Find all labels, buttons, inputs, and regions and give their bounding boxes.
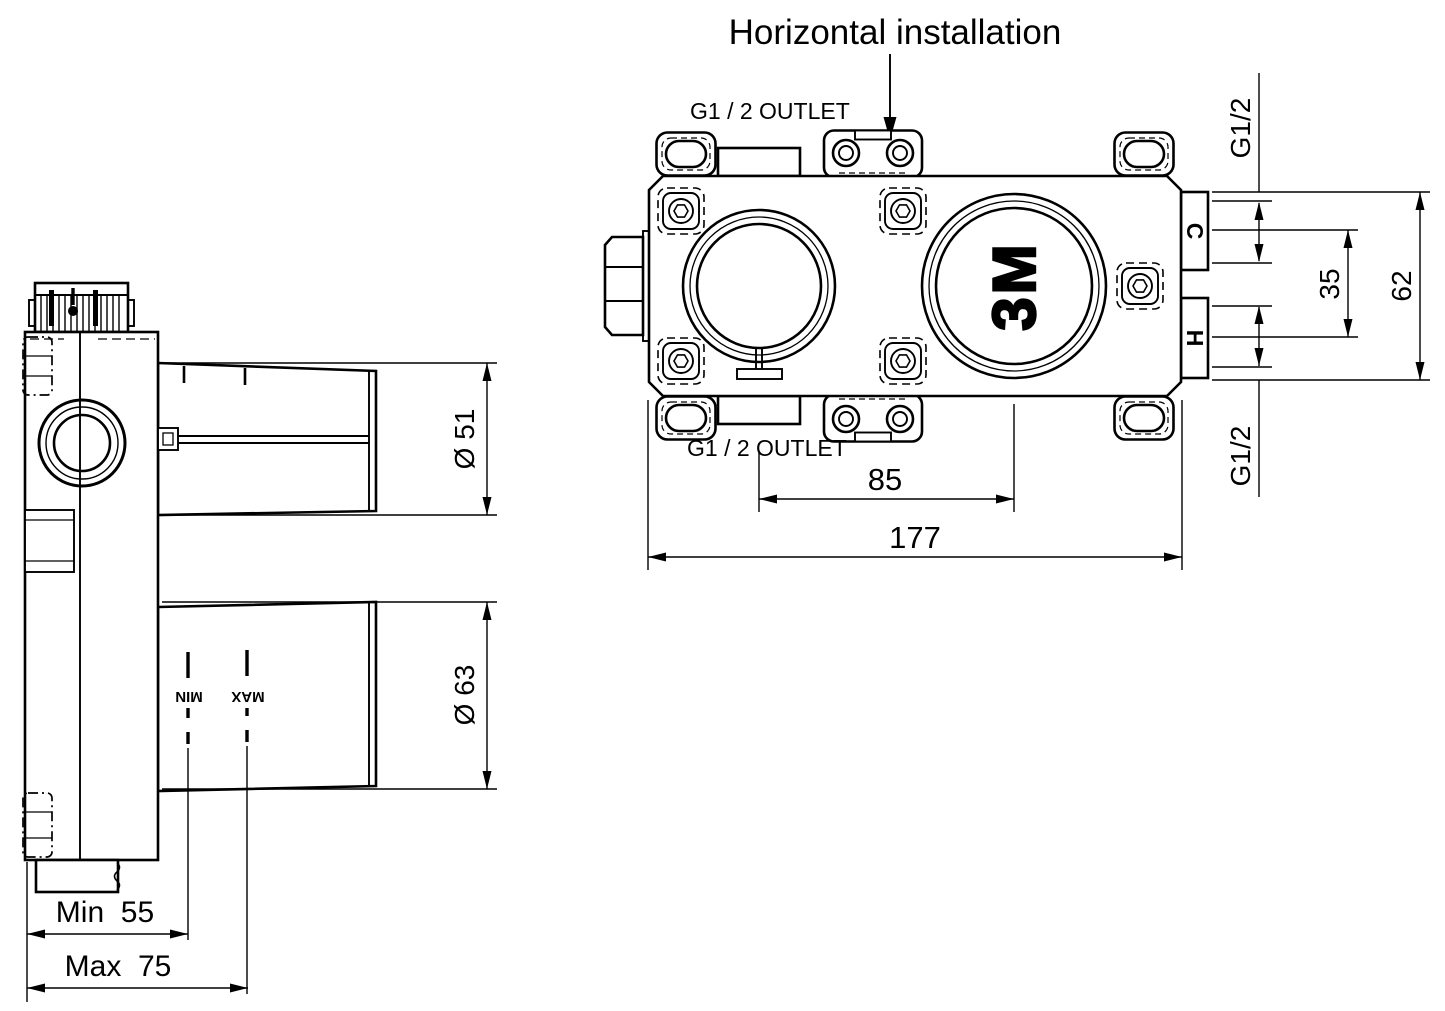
left-port-circle — [681, 208, 837, 380]
bottom-foot — [34, 858, 121, 894]
inlet-port-bottom-dashed — [22, 792, 53, 858]
hot-port-block — [1179, 296, 1210, 380]
depth-markers: MIN MAX — [172, 650, 265, 994]
cone-rod — [157, 427, 369, 451]
mount-ear-bottom-right — [1113, 395, 1175, 441]
marker-min: MIN — [175, 688, 203, 705]
front-view-bottom-dimensions: 85 177 — [647, 400, 1183, 570]
dim-outlet-spacing: 85 — [868, 462, 902, 497]
mount-ear-bottom-left — [655, 395, 717, 441]
inlet-port-top-dashed — [22, 336, 53, 396]
side-view-dimensions: Ø 51 Ø 63 Min 55 Max 75 — [26, 362, 497, 1002]
mount-ear-top-right — [1113, 131, 1175, 177]
front-view: 3M C H G1 / 2 OUTLET G1 / 2 OUTLET — [603, 98, 1210, 461]
side-tab — [24, 509, 75, 573]
title-leader-arrow-icon — [883, 54, 897, 140]
valve-body — [647, 174, 1183, 398]
thread-label-top: G1/2 — [1225, 98, 1256, 159]
outlet-boss-bottom — [716, 394, 802, 426]
outlet-boss-top — [716, 146, 802, 178]
mount-bracket-top — [822, 129, 924, 179]
mount-ear-top-left — [655, 131, 717, 177]
outlet-label-top: G1 / 2 OUTLET — [690, 98, 850, 124]
inlet-hex-nut — [603, 230, 656, 342]
dim-total-width: 177 — [889, 520, 941, 555]
right-port-circle: 3M — [920, 192, 1108, 380]
side-view: MIN MAX — [22, 281, 378, 994]
thread-label-bottom: G1/2 — [1225, 426, 1256, 487]
dim-max-depth: Max 75 — [65, 950, 172, 983]
front-view-side-dimensions: G1/2 G1/2 35 62 — [1212, 73, 1430, 497]
control-knob — [28, 281, 135, 334]
cartridge-label: 3M — [981, 241, 1048, 330]
trim-cone-top — [156, 361, 378, 517]
hot-port-label: H — [1182, 330, 1208, 347]
side-port-circle — [37, 398, 127, 488]
outlet-label-bottom: G1 / 2 OUTLET — [687, 435, 847, 461]
valve-body-side — [23, 330, 160, 862]
dim-min-depth: Min 55 — [56, 896, 154, 929]
marker-max: MAX — [231, 688, 264, 705]
dim-trim-bottom: Ø 63 — [449, 665, 480, 726]
cold-port-label: C — [1182, 223, 1208, 240]
dim-trim-top: Ø 51 — [449, 409, 480, 470]
dim-port-height: 62 — [1386, 270, 1417, 301]
plug-handle-icon — [736, 348, 783, 380]
dim-port-spacing: 35 — [1314, 268, 1345, 299]
page-title: Horizontal installation — [729, 13, 1062, 52]
